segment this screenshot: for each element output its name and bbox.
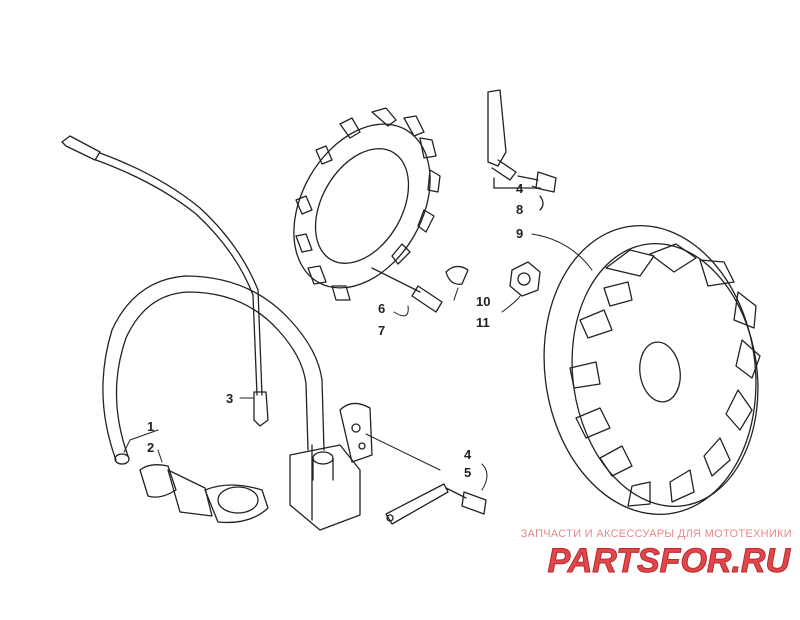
woodruff-key: [445, 265, 469, 285]
callout-8: 8: [516, 202, 523, 217]
callout-3: 3: [226, 391, 233, 406]
callout-7: 7: [378, 323, 385, 338]
callout-9: 9: [516, 226, 523, 241]
callout-6: 6: [378, 301, 385, 316]
callout-10: 10: [476, 294, 490, 309]
ignition-coil: [289, 402, 373, 531]
leader-lines: [123, 185, 593, 491]
watermark-logo: PARTSFOR.RU: [547, 542, 792, 579]
callout-4-lower: 4: [464, 447, 472, 462]
callout-5: 5: [464, 465, 471, 480]
bolt-lower: [445, 487, 487, 515]
callout-2: 2: [147, 440, 154, 455]
spark-plug-boot: [139, 464, 269, 524]
flywheel: [543, 225, 761, 515]
stator-screw: [371, 267, 443, 313]
watermark-logo-text: PARTSFOR.RU: [548, 542, 792, 578]
ignition-wire: [61, 135, 269, 427]
watermark-tagline: ЗАПЧАСТИ И АКСЕССУАРЫ ДЛЯ МОТОТЕХНИКИ: [520, 528, 792, 540]
flywheel-nut: [509, 261, 541, 297]
bracket-upper: [487, 89, 541, 189]
callout-4-upper: 4: [516, 181, 524, 196]
callout-11: 11: [476, 315, 490, 330]
bracket-lower: [385, 483, 449, 525]
coil-lead-hose: [102, 275, 325, 465]
bolt-upper: [517, 171, 557, 211]
callout-1: 1: [147, 419, 154, 434]
stator-assembly: [293, 107, 441, 301]
